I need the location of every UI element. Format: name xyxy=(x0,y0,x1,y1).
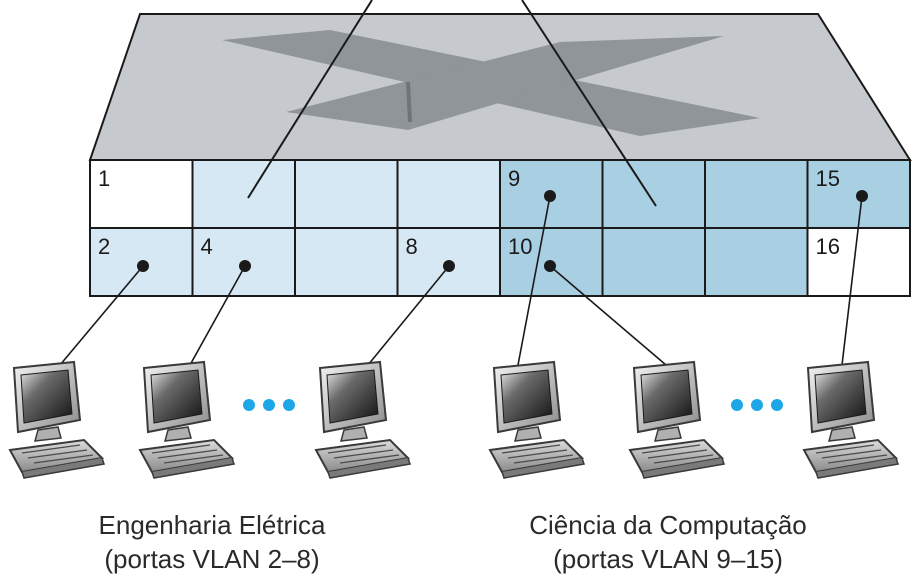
cable-port-4 xyxy=(189,265,246,366)
port-number-label: 1 xyxy=(98,166,110,191)
ellipsis-ee-icon xyxy=(243,399,295,411)
port-number-label: 8 xyxy=(406,234,418,259)
cable-port-8 xyxy=(367,265,450,366)
port-cell xyxy=(294,227,399,297)
group-name: Ciência da Computação xyxy=(529,510,807,540)
port-number-label: 10 xyxy=(508,234,532,259)
group-label-computer-science: Ciência da Computação (portas VLAN 9–15) xyxy=(488,508,848,576)
port-connection-dots xyxy=(137,190,868,272)
port-cell xyxy=(191,159,296,229)
port-number-label: 15 xyxy=(816,166,840,191)
computer-icon xyxy=(139,361,235,479)
port-cell xyxy=(704,159,809,229)
group-ports: (portas VLAN 9–15) xyxy=(553,544,783,574)
port-cell xyxy=(601,159,706,229)
computer-icon xyxy=(315,361,411,479)
port-number-label: 2 xyxy=(98,234,110,259)
group-ports: (portas VLAN 2–8) xyxy=(104,544,320,574)
computer-icon xyxy=(803,361,899,479)
computer-icon xyxy=(489,361,585,479)
port-cell xyxy=(704,227,809,297)
port-number-label: 4 xyxy=(201,234,213,259)
cables xyxy=(59,195,863,366)
dot-port-4 xyxy=(239,260,251,272)
port-cell xyxy=(396,159,501,229)
port-number-label: 9 xyxy=(508,166,520,191)
port-cell xyxy=(294,159,399,229)
group-label-electrical-engineering: Engenharia Elétrica (portas VLAN 2–8) xyxy=(32,508,392,576)
port-grid: 1 9 15 2 4 8 10 16 xyxy=(89,159,911,297)
config-lines xyxy=(247,0,657,207)
ellipsis-cs-icon xyxy=(731,399,783,411)
cable-port-10 xyxy=(549,265,667,366)
dot-port-8 xyxy=(443,260,455,272)
port-number-label: 16 xyxy=(816,234,840,259)
port-cell xyxy=(191,227,296,297)
computer-icon xyxy=(629,361,725,479)
port-cell xyxy=(806,227,911,297)
dot-port-15 xyxy=(856,190,868,202)
cable-port-15 xyxy=(841,195,863,366)
computer-icon xyxy=(9,361,105,479)
group-name: Engenharia Elétrica xyxy=(98,510,326,540)
cable-port-2 xyxy=(59,265,144,366)
cable-port-9 xyxy=(517,195,551,366)
dot-port-2 xyxy=(137,260,149,272)
port-cell xyxy=(601,227,706,297)
dot-port-10 xyxy=(544,260,556,272)
switch-x-mark-icon xyxy=(222,30,760,136)
dot-port-9 xyxy=(544,190,556,202)
